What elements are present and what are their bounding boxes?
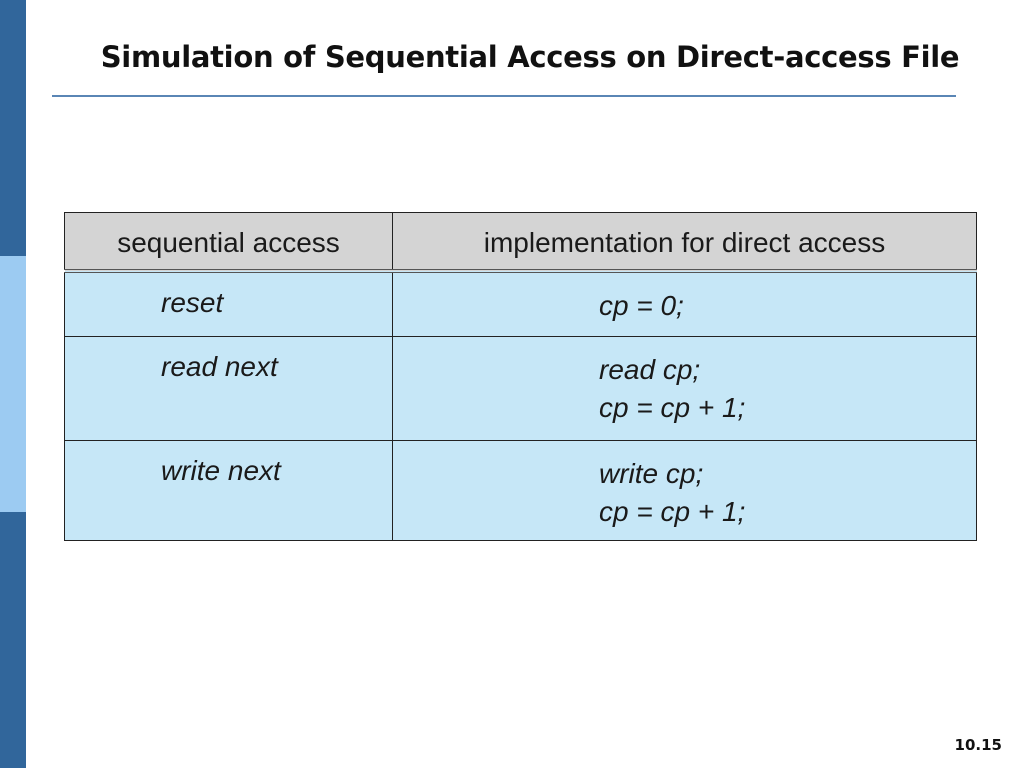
operation-read-next: read next — [161, 351, 278, 382]
operation-cell: read next — [64, 336, 393, 441]
table-header-row: sequential access implementation for dir… — [64, 212, 977, 273]
header-direct-implementation: implementation for direct access — [392, 212, 977, 273]
implementation-line: cp = cp + 1; — [599, 496, 746, 527]
operation-cell: write next — [64, 440, 393, 541]
side-accent-bar — [0, 0, 26, 768]
page-number: 10.15 — [954, 736, 1002, 754]
side-accent-bar-light-segment — [0, 256, 26, 512]
implementation-cell: cp = 0; — [392, 270, 977, 337]
implementation-cell: write cp; cp = cp + 1; — [392, 440, 977, 541]
operation-write-next: write next — [161, 455, 281, 486]
table-row: read next read cp; cp = cp + 1; — [64, 336, 977, 441]
operation-cell: reset — [64, 270, 393, 337]
title-underline — [52, 95, 956, 97]
implementation-line: write cp; — [599, 458, 704, 489]
implementation-cell: read cp; cp = cp + 1; — [392, 336, 977, 441]
table-row: write next write cp; cp = cp + 1; — [64, 440, 977, 541]
slide-title: Simulation of Sequential Access on Direc… — [100, 40, 960, 74]
implementation-line: read cp; — [599, 354, 701, 385]
header-sequential-access: sequential access — [64, 212, 393, 273]
implementation-line: cp = 0; — [599, 289, 684, 321]
operation-reset: reset — [161, 286, 224, 318]
table-row: reset cp = 0; — [64, 270, 977, 337]
access-table: sequential access implementation for dir… — [64, 212, 977, 541]
implementation-line: cp = cp + 1; — [599, 392, 746, 423]
